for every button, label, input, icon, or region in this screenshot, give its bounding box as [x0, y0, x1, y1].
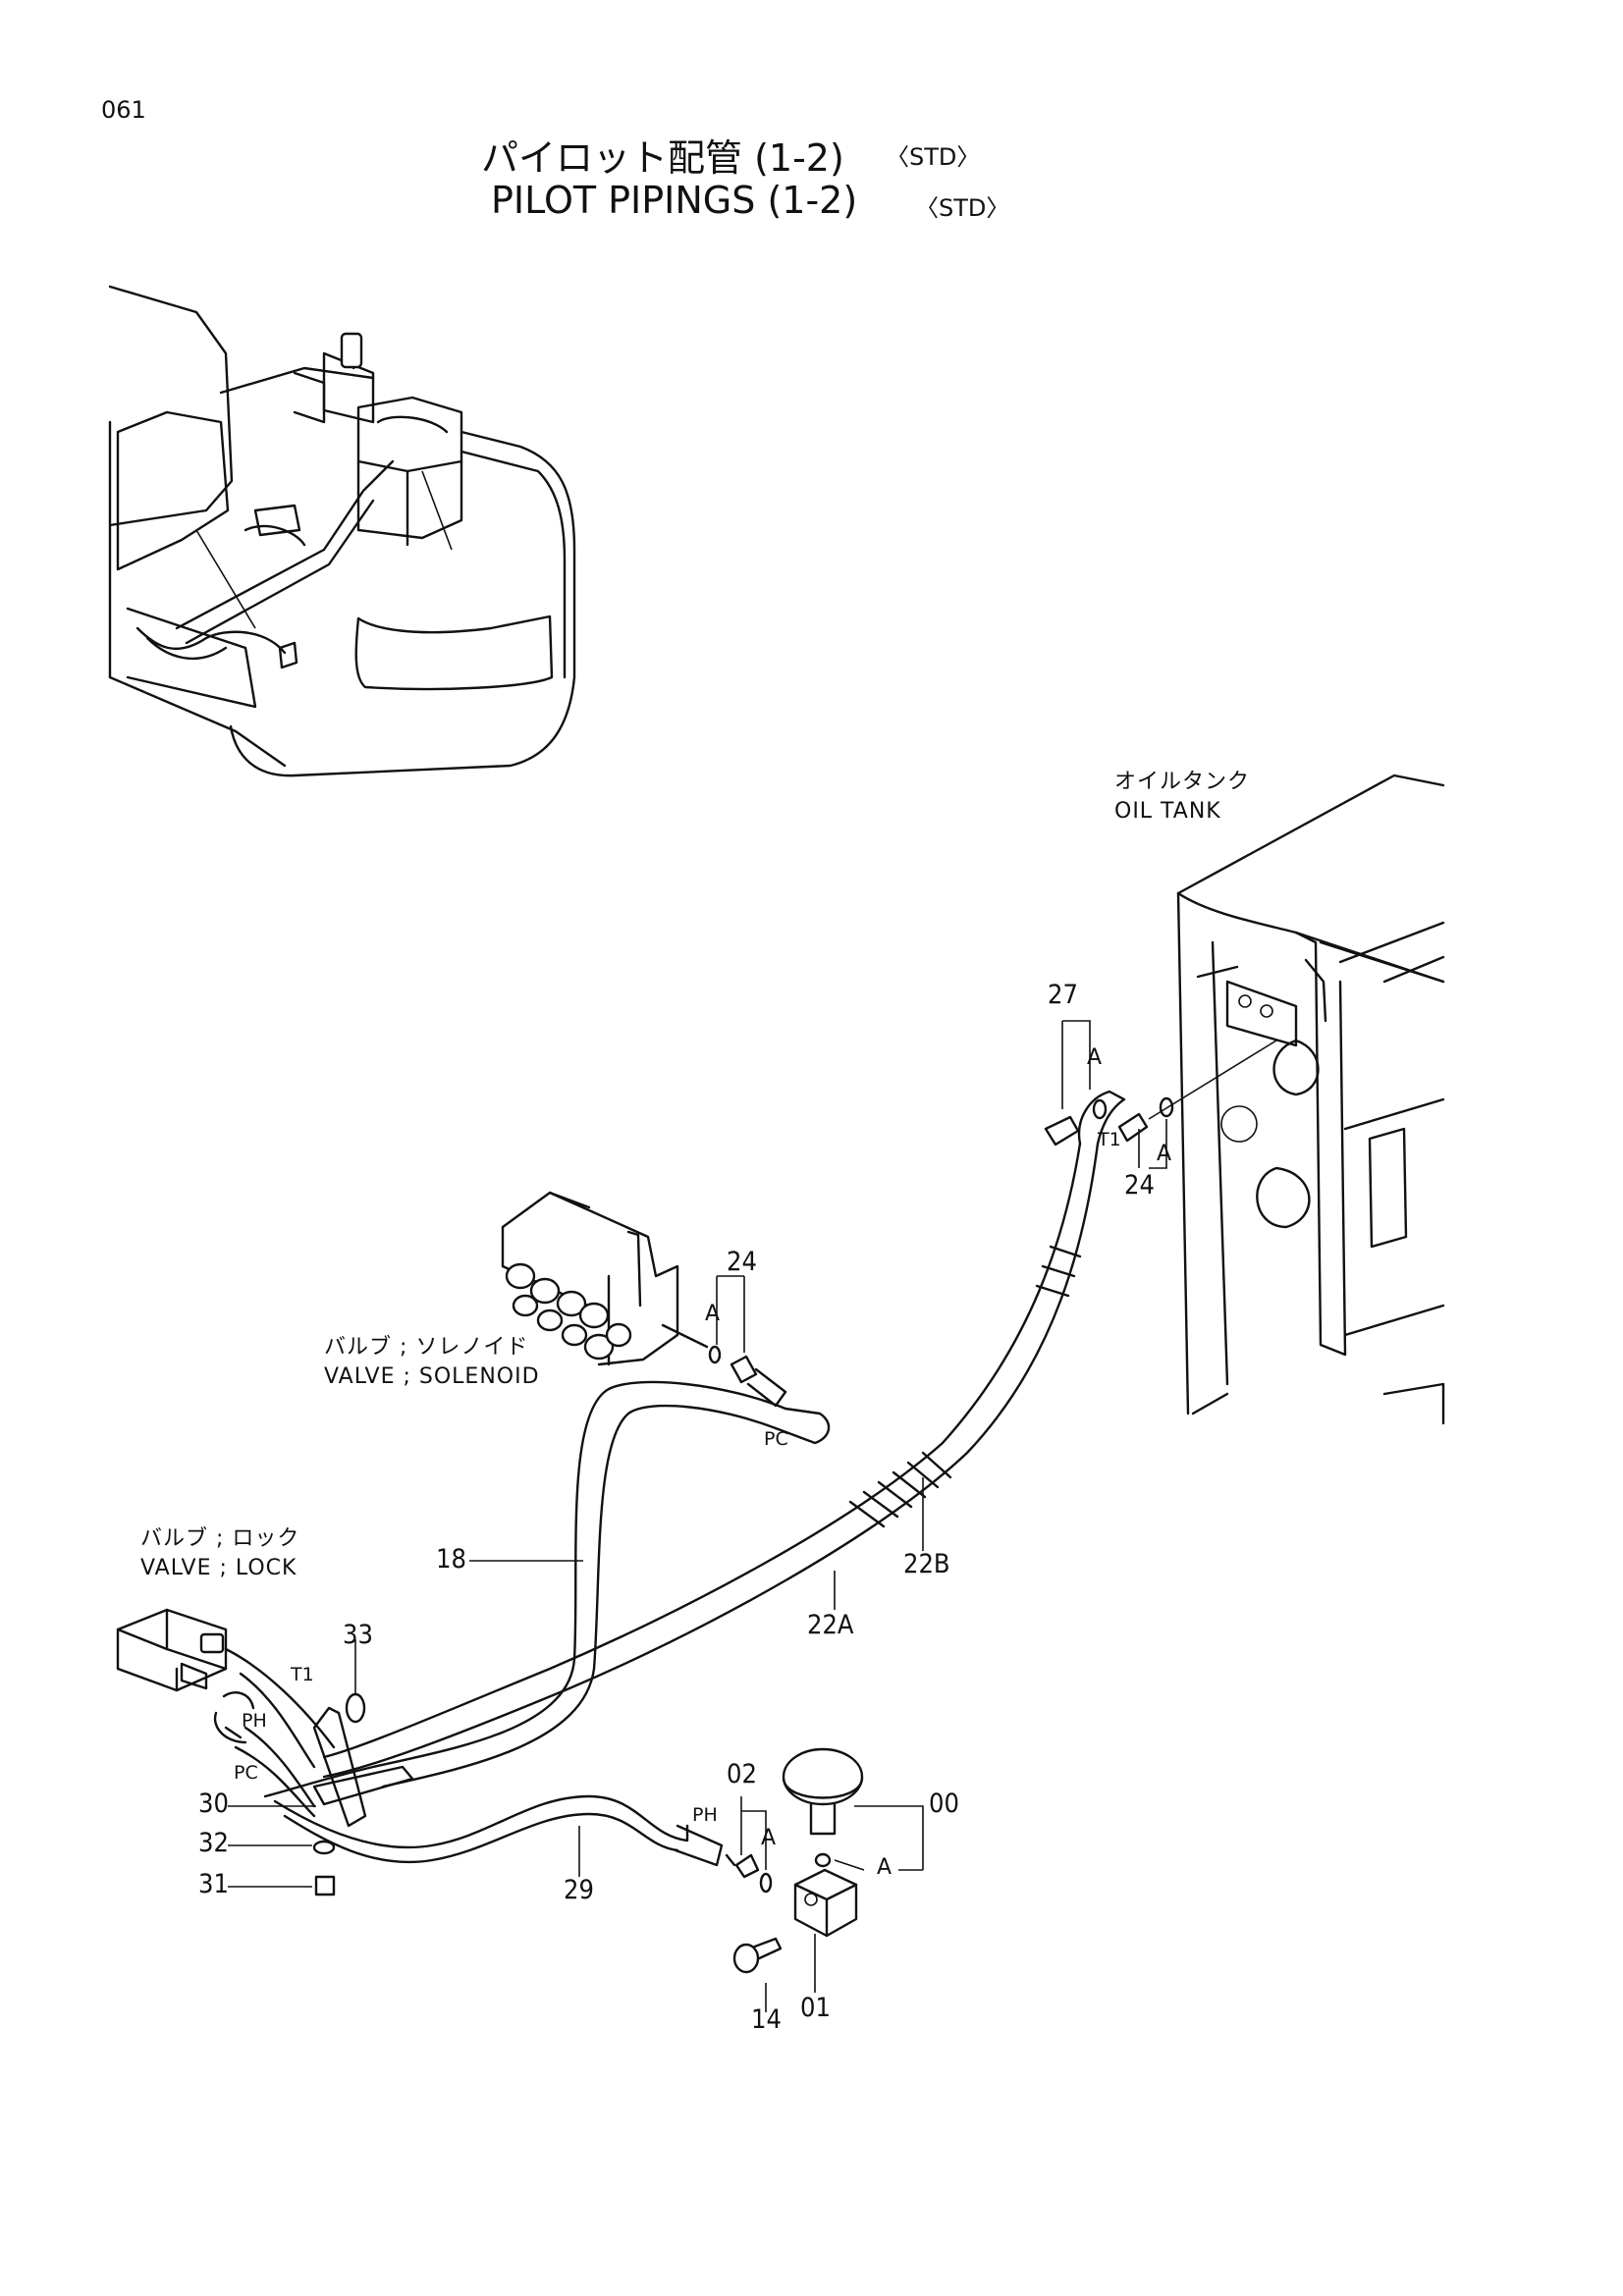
lock-valve-drawing	[116, 1608, 255, 1744]
mark-t1-tank: T1	[1098, 1129, 1121, 1150]
solenoid-valve-label-ja: バルブ ; ソレノイド	[324, 1335, 529, 1360]
callout-27: 27	[1048, 980, 1078, 1010]
mark-a-solenoid: A	[705, 1302, 721, 1326]
title-tag-en: 〈STD〉	[915, 194, 1010, 222]
mark-t1-lock: T1	[291, 1664, 314, 1685]
solenoid-valve-label-en: VALVE ; SOLENOID	[324, 1364, 540, 1389]
mark-a-00: A	[877, 1855, 893, 1880]
callout-30: 30	[198, 1789, 229, 1819]
hose-lines	[224, 1090, 1126, 1896]
oil-tank-drawing	[1176, 774, 1445, 1425]
mark-pc-solenoid: PC	[764, 1428, 788, 1450]
callout-33: 33	[343, 1620, 373, 1650]
page-title-en: PILOT PIPINGS (1-2)	[491, 179, 858, 222]
callout-31: 31	[198, 1869, 229, 1899]
callout-02: 02	[727, 1759, 757, 1789]
page-title-ja: パイロット配管 (1-2)	[481, 136, 844, 180]
machine-overview-drawing	[108, 285, 576, 777]
oil-tank-label-ja: オイルタンク	[1114, 770, 1251, 794]
callout-14: 14	[751, 2004, 782, 2035]
mark-a-02: A	[761, 1826, 777, 1850]
lock-valve-label-ja: バルブ ; ロック	[140, 1526, 300, 1551]
callout-29: 29	[564, 1875, 594, 1905]
accumulator-drawing	[725, 1747, 864, 1974]
callout-32: 32	[198, 1828, 229, 1858]
tank-fittings	[1044, 1040, 1277, 1147]
mark-ph-lock: PH	[242, 1710, 267, 1732]
lock-valve-label-en: VALVE ; LOCK	[140, 1556, 298, 1580]
callout-24-tank: 24	[1124, 1170, 1155, 1201]
title-block: パイロット配管 (1-2) 〈STD〉 PILOT PIPINGS (1-2) …	[481, 128, 1159, 230]
mark-ph-29: PH	[692, 1804, 718, 1826]
leader-lines	[228, 1020, 1167, 2012]
callout-18: 18	[436, 1544, 466, 1575]
title-tag-ja: 〈STD〉	[886, 143, 981, 171]
oil-tank-label-en: OIL TANK	[1114, 799, 1221, 824]
page-number: 061	[101, 96, 146, 124]
callout-24-solenoid: 24	[727, 1247, 757, 1277]
callout-00: 00	[929, 1789, 959, 1819]
solenoid-fittings	[708, 1345, 787, 1408]
callout-22b: 22B	[903, 1549, 950, 1579]
mark-a-tank-2: A	[1157, 1142, 1172, 1166]
solenoid-valve-drawing	[501, 1191, 709, 1366]
callout-01: 01	[800, 1993, 831, 2023]
mark-a-tank-1: A	[1087, 1045, 1103, 1070]
mark-pc-lock: PC	[234, 1762, 258, 1784]
callout-22a: 22A	[807, 1610, 854, 1640]
